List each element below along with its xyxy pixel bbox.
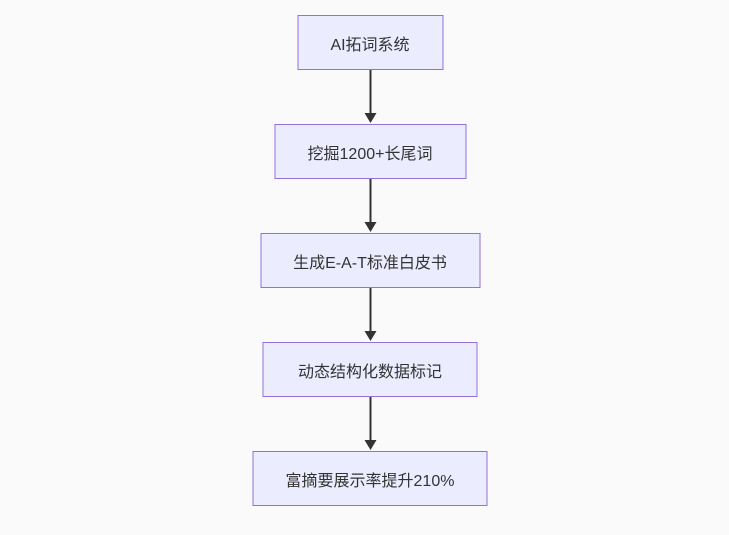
down-arrow-icon [363, 397, 377, 451]
node-rich-snippet-rate-increase: 富摘要展示率提升210% [252, 451, 488, 506]
down-arrow-icon [363, 179, 377, 233]
node-ai-keyword-expansion-system: AI拓词系统 [297, 15, 443, 70]
flowchart: AI拓词系统 挖掘1200+长尾词 生成E-A-T标准白皮书 动态结构化数据标记… [252, 15, 488, 506]
node-dynamic-structured-data-markup: 动态结构化数据标记 [262, 342, 478, 397]
down-arrow-icon [363, 70, 377, 124]
down-arrow-icon [363, 288, 377, 342]
node-eat-standard-whitepaper: 生成E-A-T标准白皮书 [260, 233, 480, 288]
node-longtail-keyword-mining: 挖掘1200+长尾词 [274, 124, 466, 179]
